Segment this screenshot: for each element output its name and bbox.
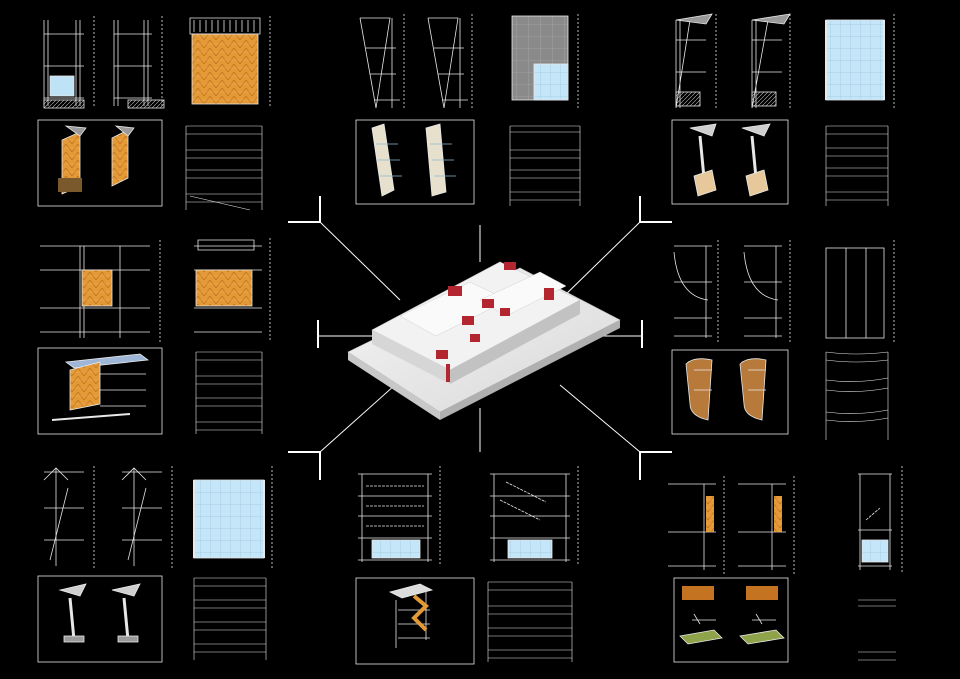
plan-details: [195, 351, 263, 434]
section-a-drawing: [358, 466, 441, 566]
elevation-drawing: [825, 240, 895, 342]
axonometric-frame: [355, 577, 475, 665]
section-b-drawing: [427, 14, 473, 110]
detail-group-top-right: [671, 13, 895, 206]
elevation-drawing: [189, 16, 271, 108]
section-b-drawing: [743, 240, 791, 342]
elevation-drawing: [194, 238, 271, 342]
plan-details: [487, 581, 573, 662]
detail-group-top-left: [37, 16, 271, 211]
elevation-drawing: [825, 14, 895, 110]
axonometric-frame: [37, 347, 163, 435]
section-a-drawing: [668, 476, 725, 574]
detail-group-mid-left: [37, 238, 271, 435]
axonometric-frame: [671, 119, 789, 205]
section-a-drawing: [673, 240, 719, 342]
section-b-drawing: [113, 16, 165, 109]
axonometric-frame: [355, 119, 475, 205]
connector-lines: [288, 196, 672, 480]
section-a-drawing: [675, 13, 717, 110]
section-b-drawing: [121, 466, 173, 570]
plan-details: [185, 125, 263, 211]
section-drawing: [40, 240, 161, 342]
detail-group-top-center: [355, 14, 581, 206]
axonometric-frame: [37, 119, 163, 207]
section-a-drawing: [43, 16, 95, 109]
detail-group-bottom-left: [37, 466, 273, 663]
elevation-drawing: [193, 466, 273, 570]
axonometric-frame: [671, 349, 789, 435]
detail-group-bottom-right: [668, 466, 903, 663]
section-c-drawing: [858, 466, 903, 574]
plan-details: [825, 125, 889, 206]
section-a-drawing: [43, 466, 95, 570]
axonometric-frame: [37, 575, 163, 663]
detail-group-bottom-center: [355, 466, 579, 665]
section-a-drawing: [359, 14, 405, 110]
axonometric-frame: [673, 577, 789, 663]
plan-details: [858, 599, 896, 661]
central-massing-model: [347, 261, 621, 420]
elevation-drawing: [511, 14, 579, 110]
section-b-drawing: [490, 466, 579, 566]
plan-details: [825, 351, 889, 440]
detail-group-mid-right: [671, 240, 895, 440]
plan-details: [193, 577, 267, 660]
section-b-drawing: [738, 476, 795, 574]
plan-details: [509, 125, 581, 206]
section-b-drawing: [751, 13, 791, 110]
